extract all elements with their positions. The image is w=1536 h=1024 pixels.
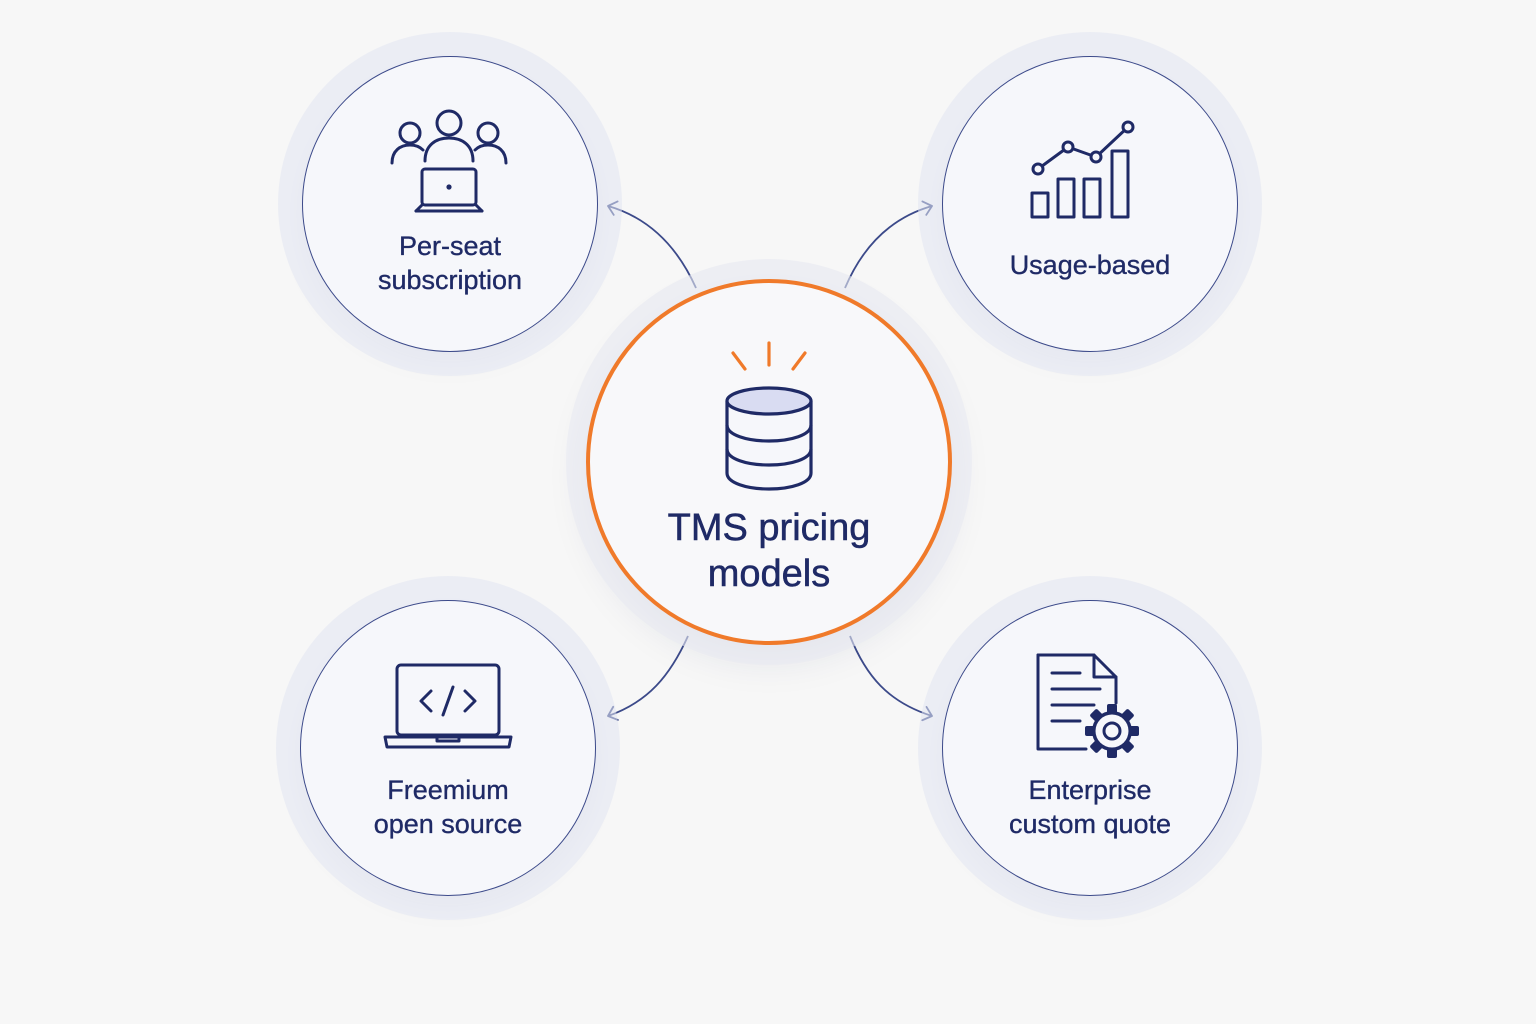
enterprise-label: Enterprise custom quote	[1008, 775, 1172, 839]
highlight-rays-icon	[731, 341, 807, 371]
node-enterprise: Enterprise custom quote	[942, 600, 1238, 896]
arrow-to-per-seat	[607, 200, 697, 289]
node-per-seat: Per-seat subscription	[302, 56, 598, 352]
arrow-to-usage-based	[844, 200, 933, 289]
code-laptop-icon	[383, 663, 513, 749]
per-seat-label: Per-seat subscription	[377, 231, 523, 295]
node-usage-based: Usage-based	[942, 56, 1238, 352]
freemium-label: Freemium open source	[373, 775, 523, 839]
arrow-to-enterprise	[849, 635, 933, 722]
usage-based-label: Usage-based	[1009, 250, 1171, 280]
document-gear-icon	[1036, 653, 1139, 758]
center-title: TMS pricing models	[667, 507, 871, 596]
node-freemium: Freemium open source	[300, 600, 596, 896]
bar-chart-trend-icon	[1030, 120, 1135, 219]
arrow-to-freemium	[607, 635, 689, 721]
database-icon	[725, 386, 813, 491]
node-center: TMS pricing models	[586, 279, 952, 645]
team-laptop-icon	[390, 109, 508, 213]
